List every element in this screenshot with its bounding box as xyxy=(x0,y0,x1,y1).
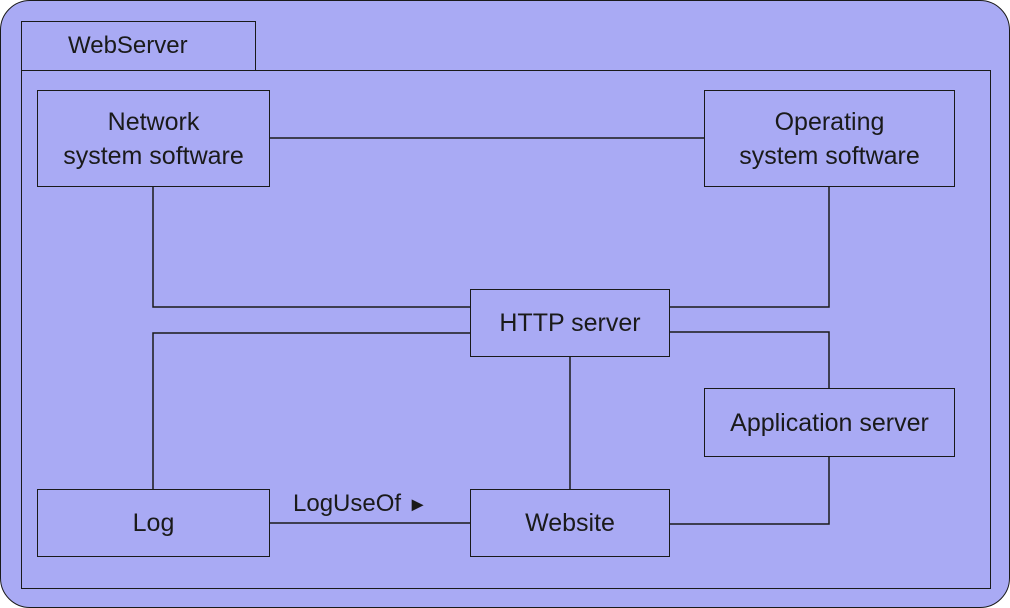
network-line1: Network xyxy=(107,107,200,136)
log-label: Log xyxy=(132,509,175,537)
link-network-http xyxy=(152,187,471,308)
operating-system-software-box: Operating system software xyxy=(704,90,955,187)
website-label: Website xyxy=(525,509,615,537)
package-name: WebServer xyxy=(68,32,188,59)
operating-line2: system software xyxy=(739,141,920,170)
http-server-box: HTTP server xyxy=(470,289,670,357)
link-http-appserver xyxy=(669,331,830,389)
link-appserver-website xyxy=(669,457,830,525)
application-server-box: Application server xyxy=(704,388,955,457)
link-http-log xyxy=(152,332,471,489)
direction-arrow-icon: ► xyxy=(407,494,428,516)
operating-line1: Operating xyxy=(774,107,885,136)
package-frame xyxy=(21,70,991,589)
http-server-label: HTTP server xyxy=(499,309,641,337)
website-box: Website xyxy=(470,489,670,557)
log-box: Log xyxy=(37,489,270,557)
package-tab: WebServer xyxy=(21,21,256,71)
log-use-of-association: LogUseOf ► xyxy=(293,489,428,520)
application-server-label: Application server xyxy=(730,408,929,437)
network-system-software-box: Network system software xyxy=(37,90,270,187)
link-operating-http xyxy=(669,187,830,308)
log-use-of-label: LogUseOf xyxy=(293,490,402,517)
network-line2: system software xyxy=(63,141,244,170)
